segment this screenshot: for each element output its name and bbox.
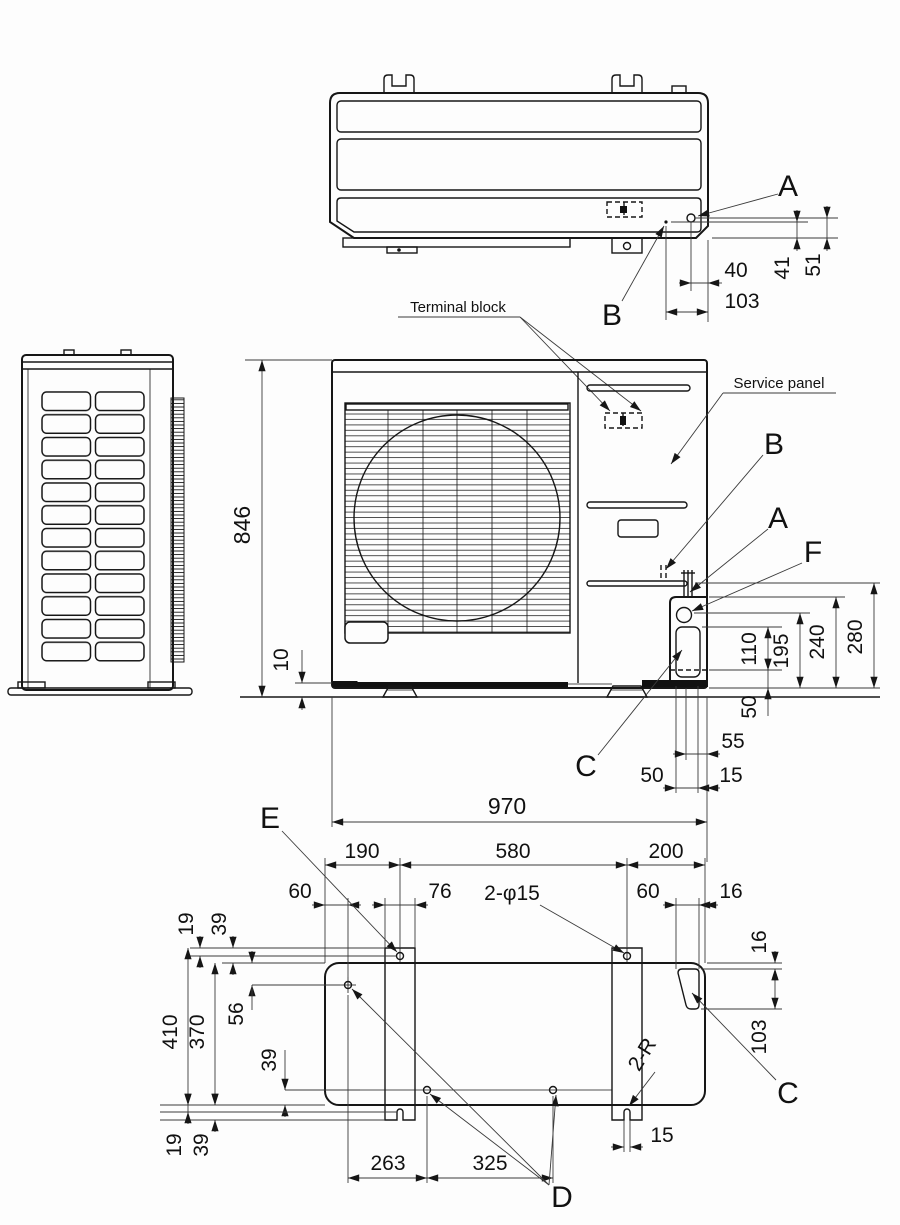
label-bottom-D: D	[551, 1181, 573, 1214]
dim-front-50h: 50	[640, 764, 663, 787]
label-bottom-C: C	[777, 1077, 799, 1110]
drain-outlet-C	[677, 968, 700, 1010]
bottom-view-drawing: 190 580 200 60 76 2-φ15 60 16 16 103 C 1…	[159, 802, 799, 1214]
top-small-tab	[671, 85, 687, 94]
terminal-block-callout: Terminal block	[398, 299, 642, 412]
side-foot-right	[147, 681, 176, 689]
dim-top-40: 40	[724, 259, 747, 282]
dim-bottom-15: 15	[650, 1124, 673, 1147]
dim-front-846: 846	[229, 506, 255, 544]
terminal-block-label: Terminal block	[410, 299, 506, 316]
base-wedge-left	[333, 681, 358, 687]
label-front-C: C	[575, 750, 597, 783]
top-point-B-mark	[664, 220, 668, 224]
top-foot-bracket-left	[386, 246, 418, 254]
dim-bottom-410: 410	[159, 1014, 182, 1049]
dim-bottom-v16: 16	[748, 930, 771, 953]
fan-grille-frame	[344, 402, 571, 634]
mount-foot-left	[384, 947, 416, 1121]
top-foot-dot	[397, 248, 401, 252]
top-panel-3	[336, 197, 702, 233]
dim-top-41: 41	[771, 256, 794, 279]
dim-front-50v: 50	[738, 695, 761, 718]
dim-bottom-370: 370	[186, 1014, 209, 1049]
top-panel-1	[336, 100, 702, 133]
fan-grille-lines	[345, 409, 570, 633]
side-view-drawing	[7, 349, 193, 696]
dim-bottom-60l: 60	[288, 880, 311, 903]
dim-front-110: 110	[738, 632, 761, 665]
front-terminal-mark	[620, 416, 626, 425]
mount-foot-right	[611, 947, 643, 1121]
top-view-outline	[329, 92, 709, 239]
radius-note-2R: 2-R	[624, 1034, 661, 1075]
side-base-plate	[7, 687, 193, 696]
top-panel-2	[336, 138, 702, 191]
service-panel-slot-1	[586, 384, 691, 392]
dim-bottom-76: 76	[428, 880, 451, 903]
base-plate-outline	[324, 962, 706, 1106]
dim-bottom-190: 190	[344, 840, 379, 863]
side-coil-fins	[170, 397, 185, 663]
top-terminal-mark	[620, 206, 627, 213]
label-front-A: A	[768, 502, 788, 535]
top-point-A-hole	[686, 213, 696, 223]
dim-bottom-19b: 19	[163, 1133, 186, 1156]
valve-bracket	[669, 596, 708, 687]
nameplate	[617, 519, 659, 538]
label-front-B: B	[764, 428, 784, 461]
label-bottom-E: E	[260, 802, 280, 835]
dim-front-10: 10	[270, 648, 293, 671]
dim-bottom-200: 200	[648, 840, 683, 863]
dim-bottom-103: 103	[748, 1019, 771, 1054]
port-F-hole	[675, 606, 693, 624]
dim-bottom-19t: 19	[175, 912, 198, 935]
dim-bottom-263: 263	[370, 1152, 405, 1175]
front-drain-plug	[344, 621, 389, 644]
label-top-A: A	[778, 170, 798, 203]
top-bottom-tab	[342, 237, 571, 248]
dim-front-195: 195	[770, 633, 793, 668]
dim-bottom-325: 325	[472, 1152, 507, 1175]
dim-bottom-580: 580	[495, 840, 530, 863]
dim-bottom-56: 56	[225, 1002, 248, 1025]
dim-top-103: 103	[724, 290, 759, 313]
dim-bottom-16: 16	[719, 880, 742, 903]
dim-front-240: 240	[806, 624, 829, 659]
top-view-drawing: 40 103 41 51 A B	[329, 74, 838, 332]
dim-front-15: 15	[719, 764, 742, 787]
dim-front-55: 55	[721, 730, 744, 753]
front-view-outline	[331, 359, 708, 689]
base-rail-right	[642, 680, 707, 687]
service-panel-slot-2	[586, 501, 688, 509]
top-bracket-right	[611, 74, 643, 93]
holes-note-2-phi15: 2-φ15	[484, 882, 540, 905]
dim-top-51: 51	[802, 253, 825, 276]
top-bracket-left	[383, 74, 415, 93]
service-panel-label: Service panel	[734, 375, 825, 392]
label-front-F: F	[804, 536, 822, 569]
dim-bottom-60r: 60	[636, 880, 659, 903]
side-grille-louvers	[40, 390, 147, 663]
service-panel-slot-3	[586, 580, 688, 587]
label-top-B: B	[602, 299, 622, 332]
dim-front-970: 970	[488, 793, 526, 819]
front-view-drawing: 846 10 110 50 195 240 280 55 50 15 970 S…	[229, 359, 880, 862]
top-foot-bracket-right	[611, 237, 643, 254]
dim-bottom-39b: 39	[190, 1133, 213, 1156]
dim-bottom-39t: 39	[208, 912, 231, 935]
base-rail	[332, 682, 568, 687]
fan-circle	[353, 414, 561, 622]
dim-bottom-39m: 39	[258, 1048, 281, 1071]
dim-front-280: 280	[844, 619, 867, 654]
top-foot-hole	[622, 241, 632, 251]
